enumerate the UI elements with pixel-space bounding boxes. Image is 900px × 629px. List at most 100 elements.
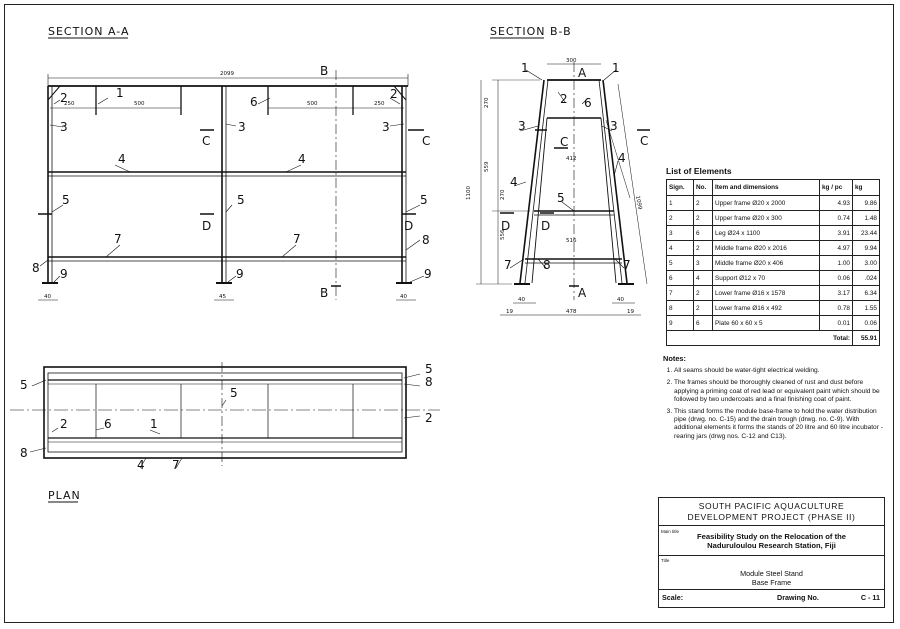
drawing-number-label: Drawing No. bbox=[777, 593, 819, 602]
svg-text:1: 1 bbox=[521, 61, 529, 75]
svg-text:8: 8 bbox=[543, 258, 551, 272]
cell-item: Plate 60 x 60 x 5 bbox=[712, 315, 820, 331]
title-block: SOUTH PACIFIC AQUACULTURE DEVELOPMENT PR… bbox=[658, 497, 885, 608]
cell-no: 2 bbox=[693, 300, 713, 316]
svg-text:4: 4 bbox=[118, 152, 126, 166]
cell-no: 2 bbox=[693, 195, 713, 211]
cell-kg-pc: 0.74 bbox=[819, 210, 853, 226]
svg-text:3: 3 bbox=[518, 119, 526, 133]
cell-no: 6 bbox=[693, 225, 713, 241]
cell-sign: 1 bbox=[666, 195, 694, 211]
title-line-2: Base Frame bbox=[751, 577, 792, 587]
dim-bb-height-6: 1099 bbox=[634, 195, 642, 210]
svg-text:5: 5 bbox=[557, 191, 565, 205]
cell-kg-pc: 4.97 bbox=[819, 240, 853, 256]
cell-item: Upper frame Ø20 x 300 bbox=[712, 210, 820, 226]
section-a-marker-top: A bbox=[578, 66, 587, 80]
svg-text:6: 6 bbox=[104, 417, 112, 431]
svg-text:7: 7 bbox=[114, 232, 122, 246]
cell-sign: 8 bbox=[666, 300, 694, 316]
cell-no: 6 bbox=[693, 315, 713, 331]
org-line-2: DEVELOPMENT PROJECT (PHASE II) bbox=[687, 512, 856, 522]
col-kg-pc: kg / pc bbox=[819, 179, 853, 196]
svg-text:3: 3 bbox=[610, 119, 618, 133]
cell-item: Leg Ø24 x 1100 bbox=[712, 225, 820, 241]
note-item: The frames should be thoroughly cleaned … bbox=[674, 379, 883, 404]
svg-text:3: 3 bbox=[382, 120, 390, 134]
cell-kg: .024 bbox=[852, 270, 880, 286]
cell-kg-pc: 3.91 bbox=[819, 225, 853, 241]
section-c-marker-right: C bbox=[422, 134, 430, 148]
cell-kg-pc: 3.17 bbox=[819, 285, 853, 301]
total-row: Total: 55.91 bbox=[666, 330, 880, 346]
svg-text:3: 3 bbox=[238, 120, 246, 134]
cell-kg: 9.86 bbox=[852, 195, 880, 211]
notes-heading: Notes: bbox=[663, 354, 686, 363]
svg-text:8: 8 bbox=[32, 261, 40, 275]
cell-sign: 7 bbox=[666, 285, 694, 301]
cell-kg-pc: 0.78 bbox=[819, 300, 853, 316]
svg-text:4: 4 bbox=[298, 152, 306, 166]
cell-no: 2 bbox=[693, 285, 713, 301]
elements-heading: List of Elements bbox=[666, 166, 732, 176]
section-aa-title: SECTION A-A bbox=[48, 25, 130, 38]
dim-bb-height-4: 270 bbox=[500, 189, 506, 200]
cell-kg-pc: 4.93 bbox=[819, 195, 853, 211]
svg-text:4: 4 bbox=[618, 151, 626, 165]
cell-kg-pc: 0.01 bbox=[819, 315, 853, 331]
section-d-marker-bb-left: D bbox=[501, 219, 510, 233]
title-block-footer: Scale: Drawing No. C - 11 bbox=[659, 590, 884, 605]
table-header-row: Sign. No. Item and dimensions kg / pc kg bbox=[666, 179, 880, 196]
svg-text:2: 2 bbox=[60, 417, 68, 431]
section-c-marker-bb: C bbox=[560, 135, 568, 149]
cell-kg: 1.48 bbox=[852, 210, 880, 226]
dim-bb-height-1: 270 bbox=[484, 97, 490, 108]
cell-item: Lower frame Ø16 x 492 bbox=[712, 300, 820, 316]
cell-kg: 9.94 bbox=[852, 240, 880, 256]
title-block-organisation: SOUTH PACIFIC AQUACULTURE DEVELOPMENT PR… bbox=[659, 498, 884, 526]
svg-text:2: 2 bbox=[560, 92, 568, 106]
title-tag: Title bbox=[661, 558, 670, 563]
dim-end-right: 250 bbox=[374, 101, 385, 107]
col-kg: kg bbox=[852, 179, 880, 196]
svg-text:1: 1 bbox=[612, 61, 620, 75]
section-d-marker-mid: D bbox=[202, 219, 211, 233]
dim-bb-foot-right: 40 bbox=[617, 297, 624, 303]
total-value: 55.91 bbox=[852, 330, 880, 346]
svg-text:4: 4 bbox=[510, 175, 518, 189]
svg-text:6: 6 bbox=[250, 95, 258, 109]
dim-bb-mid-width: 412 bbox=[566, 156, 577, 162]
cell-kg: 6.34 bbox=[852, 285, 880, 301]
svg-text:7: 7 bbox=[623, 258, 631, 272]
cell-kg-pc: 0.06 bbox=[819, 270, 853, 286]
svg-text:4: 4 bbox=[137, 458, 145, 472]
cell-kg: 3.00 bbox=[852, 255, 880, 271]
cell-kg: 23.44 bbox=[852, 225, 880, 241]
cell-item: Upper frame Ø20 x 2000 bbox=[712, 195, 820, 211]
scale-label: Scale: bbox=[662, 593, 684, 602]
dim-bb-height-3: 1100 bbox=[466, 186, 472, 200]
dim-bb-base-right: 19 bbox=[627, 309, 634, 315]
dim-bb-base-left: 19 bbox=[506, 309, 513, 315]
section-d-marker-bb-mid: D bbox=[541, 219, 550, 233]
cell-no: 2 bbox=[693, 210, 713, 226]
notes-list: All seams should be water-tight electric… bbox=[663, 367, 883, 441]
dim-foot-left: 40 bbox=[44, 294, 51, 300]
main-title-line-1: Feasibility Study on the Relocation of t… bbox=[697, 532, 846, 541]
svg-text:6: 6 bbox=[584, 96, 592, 110]
svg-text:5: 5 bbox=[230, 386, 238, 400]
col-no: No. bbox=[693, 179, 713, 196]
section-aa-view bbox=[38, 70, 425, 301]
svg-text:8: 8 bbox=[422, 233, 430, 247]
section-c-marker-mid: C bbox=[202, 134, 210, 148]
title-line-1: Module Steel Stand bbox=[740, 569, 803, 578]
dim-bb-height-2: 559 bbox=[484, 161, 490, 172]
dim-span-right: 500 bbox=[307, 101, 318, 107]
svg-text:5: 5 bbox=[20, 378, 28, 392]
